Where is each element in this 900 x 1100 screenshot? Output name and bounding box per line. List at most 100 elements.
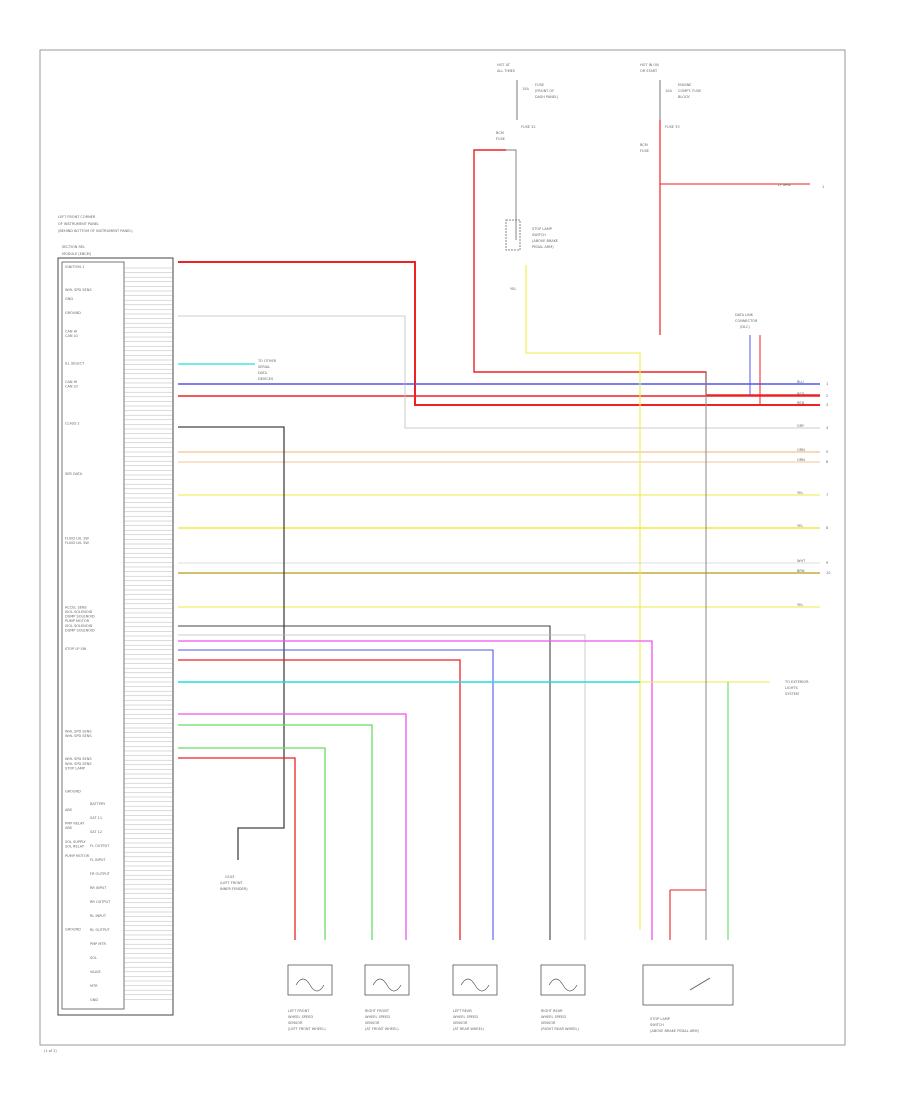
lower-pin-label: SOL <box>90 956 97 960</box>
wire-num-right: 10 <box>826 571 830 575</box>
wire-num-right: 7 <box>826 493 828 497</box>
svg-text:OF INSTRUMENT PANEL: OF INSTRUMENT PANEL <box>58 222 99 226</box>
wire-gray-2 <box>178 634 586 940</box>
wire-gray <box>178 315 820 429</box>
wire-num-right: 8 <box>826 526 828 530</box>
switch-contact-icon <box>689 977 711 991</box>
pin-label: ISOL SOLENOID <box>65 624 93 628</box>
sensor-label: (AT REAR WHEEL) <box>453 1027 485 1031</box>
lower-pin-label: SAT 12 <box>90 830 102 834</box>
svg-text:BLOCK: BLOCK <box>678 95 690 99</box>
sensor-label: WHEEL SPEED <box>288 1015 313 1019</box>
switch-label: STOP LAMP <box>650 1017 670 1021</box>
pin-label: ILL SELECT <box>65 362 85 366</box>
sensor-label: SENSOR <box>541 1021 556 1025</box>
sensor-label: SENSOR <box>365 1021 380 1025</box>
lower-pin-label: FR OUTPUT <box>90 872 111 876</box>
pin-label: CLASS 2 <box>65 421 80 425</box>
svg-text:15A: 15A <box>522 87 529 91</box>
lower-pin-label: VALVE <box>90 970 101 974</box>
wire-red-4 <box>178 757 296 940</box>
svg-text:SERIAL: SERIAL <box>258 365 270 369</box>
stop-lamp-relay: STOP LAMP SWITCH (ABOVE BRAKE PEDAL ARM)… <box>505 219 558 291</box>
svg-text:FUSE 32: FUSE 32 <box>521 125 536 129</box>
sensor-label: WHEEL SPEED <box>365 1015 390 1019</box>
pin-label: WHL SPD SENS <box>65 757 92 761</box>
svg-text:10A: 10A <box>665 89 672 93</box>
wire-label-right: RED <box>797 392 805 396</box>
sensor-body <box>364 964 410 996</box>
pin-label: SOL RELAY <box>65 845 85 849</box>
svg-text:(FRONT OF: (FRONT OF <box>535 89 554 93</box>
svg-text:STOP LAMP: STOP LAMP <box>532 227 552 231</box>
wire-num-right: 6 <box>826 460 828 464</box>
sensor-label: WHEEL SPEED <box>541 1015 566 1019</box>
wire-red-fuse <box>473 149 820 396</box>
pin-label: SOL SUPPLY <box>65 840 87 844</box>
lower-pin-label: FL OUTPUT <box>90 844 110 848</box>
wire-label-right: YEL <box>797 524 803 528</box>
svg-text:FUSE: FUSE <box>496 137 505 141</box>
pin-label: GROUND <box>65 927 81 931</box>
pin-label: CAN LO <box>65 334 78 338</box>
svg-text:SWITCH: SWITCH <box>532 233 546 237</box>
svg-text:SYSTEM: SYSTEM <box>785 692 799 696</box>
wire-num-right: 5 <box>826 450 828 454</box>
sensor-label: LEFT REAR <box>453 1009 472 1013</box>
lower-pin-label: PMP MTR <box>90 942 107 946</box>
fuse-block-right: HOT IN ON OR START 10A ENGINE COMPT. FUS… <box>640 63 701 153</box>
wire-harness: BLUREDREDGRYORNORNYELYELWHTBRNYEL1234567… <box>178 120 830 940</box>
wire-black-2 <box>178 625 551 940</box>
sensor-label: SENSOR <box>453 1021 468 1025</box>
sensor-label: RIGHT FRONT <box>365 1009 390 1013</box>
sensor-label: (LEFT FRONT WHEEL) <box>288 1027 326 1031</box>
diagram-frame <box>39 49 846 1046</box>
svg-text:BCM: BCM <box>496 131 504 135</box>
pin-label: STOP LP SW <box>65 647 87 651</box>
svg-text:ALL TIMES: ALL TIMES <box>497 69 516 73</box>
svg-text:SECTION REL: SECTION REL <box>62 245 85 249</box>
svg-text:(DLC): (DLC) <box>740 325 750 329</box>
wire-label-right: YEL <box>797 491 803 495</box>
pin-label: PUMP MOTOR <box>65 619 90 623</box>
lower-pin-label: RL OUTPUT <box>90 928 111 932</box>
wire-red-power <box>178 261 820 406</box>
wheel-speed-sensor: LEFT REAR WHEEL SPEED SENSOR (AT REAR WHEEL… <box>452 964 498 1031</box>
sensor-label: WHEEL SPEED <box>453 1015 478 1019</box>
sensor-label: (AT FRONT WHEEL) <box>365 1027 399 1031</box>
wire-label-right: ORN <box>797 458 805 462</box>
pin-label: WHL SPD SENS <box>65 734 92 738</box>
wire-num-right: 4 <box>826 426 829 430</box>
wire-green-2 <box>178 747 326 940</box>
svg-text:LIGHTS: LIGHTS <box>785 686 798 690</box>
wire-num-right-top: 1 <box>822 185 824 189</box>
switch-label: SWITCH <box>650 1023 664 1027</box>
pin-label: WHL SPD SENS <box>65 288 92 292</box>
coil-icon <box>372 978 402 992</box>
svg-text:INNER FENDER): INNER FENDER) <box>220 887 248 891</box>
ebcm-module <box>57 257 174 1016</box>
page-indicator: (1 of 2) <box>44 1049 57 1053</box>
svg-text:FUSE: FUSE <box>640 149 649 153</box>
lower-pin-label: RR INPUT <box>90 886 107 890</box>
fuse-block-left: HOT AT ALL TIMES 15A FUSE (FRONT OF DASH… <box>496 63 559 141</box>
pin-label: PMP RELAY <box>65 822 85 826</box>
wire-label-right: WHT <box>797 559 806 563</box>
sensor-label: RIGHT REAR <box>541 1009 563 1013</box>
coil-icon <box>295 978 325 992</box>
wire-num-right: 3 <box>826 403 828 407</box>
wire-green-1 <box>178 724 373 940</box>
svg-text:HOT IN ON: HOT IN ON <box>640 63 659 67</box>
coil-icon <box>548 978 578 992</box>
pin-label: DUMP SOLENOID <box>65 628 95 632</box>
wheel-speed-sensor: RIGHT REAR WHEEL SPEED SENSOR (RIGHT REAR W… <box>540 964 586 1031</box>
pin-label: GROUND <box>65 311 81 315</box>
sensor-label: (RIGHT REAR WHEEL) <box>541 1027 579 1031</box>
svg-text:(BEHIND BOTTOM OF INSTRUMENT P: (BEHIND BOTTOM OF INSTRUMENT PANEL) <box>58 229 133 233</box>
wire-blue-2 <box>178 649 494 940</box>
pin-label: WHL SPD SENS <box>65 730 92 734</box>
wire-red-3 <box>178 659 461 940</box>
